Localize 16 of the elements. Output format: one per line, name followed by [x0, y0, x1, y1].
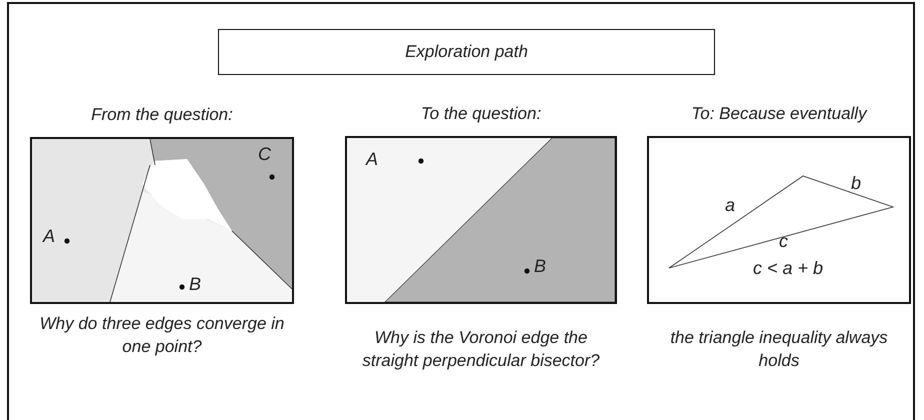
- point-label: c: [779, 232, 788, 250]
- point-label: A: [366, 150, 378, 168]
- panel-caption: Why is the Voronoi edge the straight perpendicular bisector?: [361, 327, 601, 372]
- point-label: C: [258, 145, 271, 163]
- panel-heading: From the question:: [91, 105, 233, 125]
- title-box: Exploration path: [218, 29, 715, 75]
- point-label: B: [189, 275, 202, 293]
- point-label: b: [851, 174, 862, 192]
- panel-heading: To the question:: [420, 104, 542, 124]
- point-label: c < a + b: [753, 259, 824, 277]
- point-label: A: [43, 227, 56, 245]
- panel-caption: Why do three edges converge in one point?: [38, 313, 286, 358]
- point-label: a: [725, 196, 736, 214]
- panel-caption: the triangle inequality always holds: [669, 327, 889, 372]
- panel-heading: To: Because eventually: [691, 104, 867, 124]
- point-label: B: [534, 257, 546, 275]
